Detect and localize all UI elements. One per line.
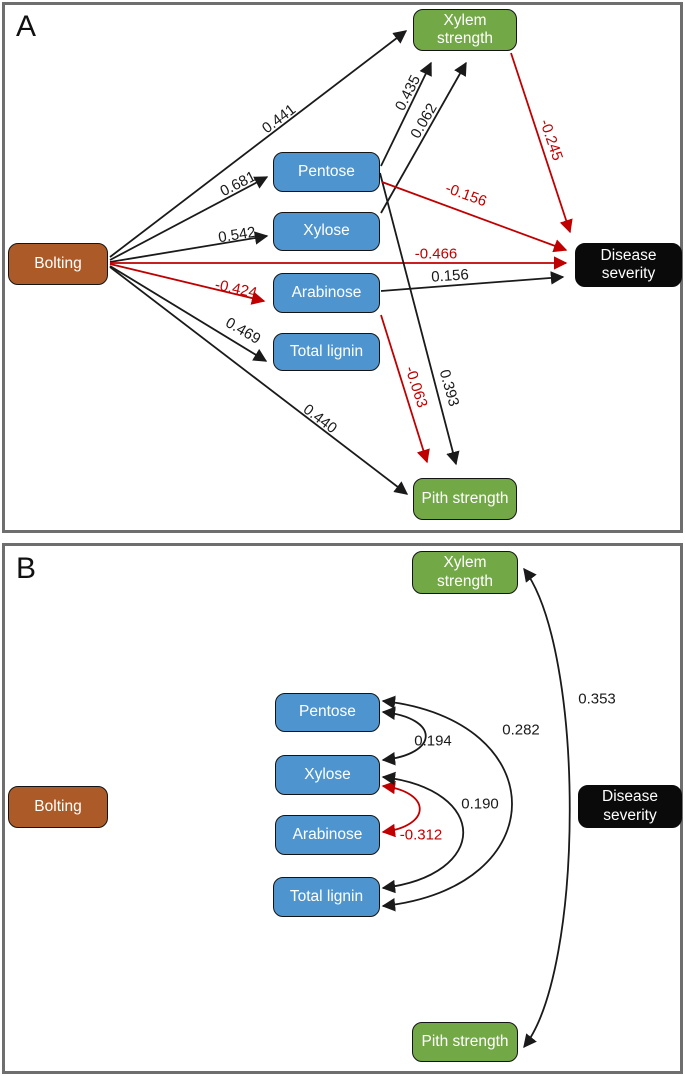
node-b-pith-strength-label: Pith strength [421,1032,509,1050]
node-b-xylose: Xylose [275,755,380,795]
edge-arabinose-disease-severity [380,271,565,292]
edge-bolting-pentose [109,176,269,261]
corr-label-xylem-strength-pith-strength: 0.353 [578,690,616,708]
corr-label-xylose-arabinose: -0.312 [399,826,443,844]
corr-pentose-xylose [381,706,427,766]
node-b-total-lignin-label: Total lignin [289,887,364,905]
corr-xylose-arabinose [381,780,421,838]
edge-xylem-strength-disease-severity [510,52,573,234]
node-b-bolting-label: Bolting [34,797,82,815]
corr-label-xylose-total-lignin: 0.190 [461,795,499,813]
edge-pentose-disease-severity [381,181,568,253]
corr-xylem-strength-pith-strength [523,567,571,1049]
edge-bolting-arabinose [109,263,266,305]
node-b-xylem-strength-label: Xylem strength [436,554,493,590]
node-a-total-lignin: Total lignin [273,333,380,371]
node-b-disease-severity: Disease severity [578,785,682,828]
coef-arabinose-disease-severity: 0.156 [430,266,470,286]
node-b-arabinose: Arabinose [275,815,380,855]
node-a-pith-strength-label: Pith strength [421,489,509,507]
edge-bolting-xylem-strength [109,30,408,258]
node-a-xylose-label: Xylose [303,222,350,240]
node-a-pith-strength: Pith strength [413,478,517,520]
node-b-xylose-label: Xylose [304,765,351,783]
node-a-xylose: Xylose [273,212,380,251]
node-b-bolting: Bolting [8,786,108,828]
node-b-disease-severity-label: Disease severity [602,788,658,824]
node-a-xylem-strength-label: Xylem strength [436,11,493,47]
corr-pentose-total-lignin [381,695,513,912]
node-a-pentose-label: Pentose [298,162,355,180]
corr-xylose-total-lignin [381,771,465,894]
corr-label-pentose-xylose: 0.194 [414,732,452,750]
edge-bolting-total-lignin [109,265,268,362]
node-a-disease-severity-label: Disease severity [600,246,657,282]
node-b-pith-strength: Pith strength [412,1022,518,1062]
node-b-pentose: Pentose [275,693,380,732]
node-a-bolting: Bolting [8,243,108,285]
node-a-bolting-label: Bolting [34,254,82,272]
corr-label-pentose-total-lignin: 0.282 [502,721,540,739]
node-a-xylem-strength: Xylem strength [413,9,517,51]
edge-pentose-xylem-strength [380,61,432,167]
node-a-arabinose-label: Arabinose [291,283,362,301]
node-b-arabinose-label: Arabinose [292,825,363,843]
edge-pentose-pith-strength [379,172,460,466]
panel-b-label: B [16,552,37,585]
edge-bolting-pith-strength [109,266,409,495]
coef-bolting-disease-severity: -0.466 [414,245,458,263]
node-b-pentose-label: Pentose [299,703,356,721]
node-a-total-lignin-label: Total lignin [289,342,364,360]
node-b-xylem-strength: Xylem strength [412,551,518,594]
edge-bolting-xylose [109,231,269,263]
node-a-arabinose: Arabinose [273,273,380,313]
panel-a-label: A [16,10,37,43]
node-a-disease-severity: Disease severity [575,243,682,287]
node-a-pentose: Pentose [273,152,380,192]
edge-arabinose-pith-strength [380,314,430,464]
edge-xylose-xylem-strength [380,61,467,214]
node-b-total-lignin: Total lignin [273,877,380,917]
